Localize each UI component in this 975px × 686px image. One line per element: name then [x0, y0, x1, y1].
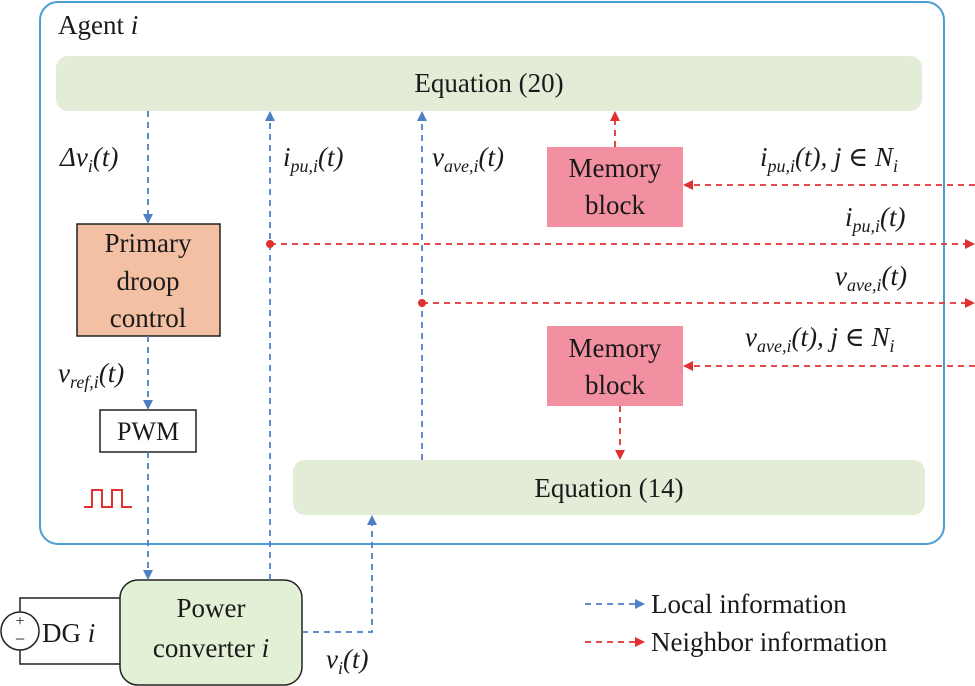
legend-neighbor-label: Neighbor information: [651, 627, 888, 657]
dg-wire: [19, 597, 120, 665]
primary-line-2: droop: [117, 266, 180, 296]
junction-dot-v-ave: [418, 299, 426, 307]
memory-top-line-1: Memory: [569, 153, 662, 183]
label-delta-v: Δvi(t): [59, 142, 118, 176]
memory-block-bottom: [547, 326, 683, 406]
label-v-i: vi(t): [326, 644, 368, 678]
label-v-ref: vref,i(t): [58, 358, 124, 392]
primary-line-1: Primary: [105, 228, 192, 258]
label-out-i-pu: ipu,i(t): [845, 202, 906, 236]
pwm-block: [99, 409, 197, 453]
memory-top-line-2: block: [585, 190, 645, 220]
primary-droop-control-block: [76, 223, 221, 337]
agent-title: Agent i: [58, 10, 138, 40]
label-out-v-ave: vave,i(t): [835, 261, 907, 295]
memory-bottom-line-2: block: [585, 370, 645, 400]
label-v-ave-up: vave,i(t): [432, 142, 504, 176]
junction-dot-i-pu: [266, 240, 274, 248]
dc-source-icon: [0, 611, 40, 651]
dg-label: DG i: [42, 618, 95, 648]
memory-bottom-line-1: Memory: [569, 333, 662, 363]
local-arrow-converter-to-eq14: [302, 515, 377, 633]
memory-block-top: [547, 147, 683, 227]
agent-container: [39, 1, 945, 545]
pwm-label: PWM: [117, 417, 179, 446]
equation-20-label: Equation (20): [414, 68, 563, 98]
dc-source-plus: +: [15, 613, 24, 630]
equation-14-label: Equation (14): [534, 473, 683, 503]
equation-20-block: [56, 56, 922, 111]
label-i-pu-up: ipu,i(t): [283, 142, 344, 176]
legend-local-label: Local information: [651, 589, 847, 619]
label-neighbor-v-ave: vave,i(t), j ∈ Ni: [745, 322, 894, 356]
primary-line-3: control: [110, 303, 186, 333]
dg-label-bg: [40, 615, 112, 647]
power-converter-line-2: converter i: [153, 633, 269, 663]
equation-14-block: [293, 460, 925, 515]
label-neighbor-i-pu: ipu,i(t), j ∈ Ni: [760, 142, 898, 176]
dc-source-minus: −: [15, 629, 25, 649]
power-converter-line-1: Power: [177, 593, 246, 623]
pwm-waveform-icon: [84, 489, 132, 508]
